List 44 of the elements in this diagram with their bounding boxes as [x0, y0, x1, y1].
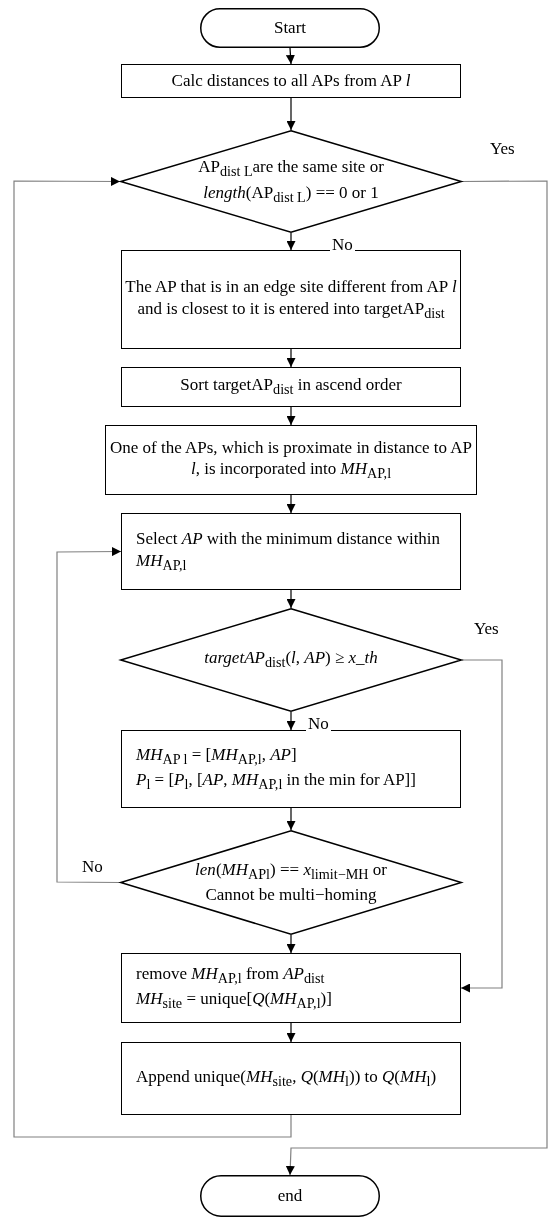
arrow: [286, 1022, 296, 1043]
node-text: P$_{l}$ = [P$_{l}$, [AP, MH$_{AP,l}$ in the min for AP]]: [135, 769, 417, 795]
process-box: [121, 730, 461, 808]
node-text: Start: [272, 17, 308, 39]
node-text: The AP that is in an edge site different from AP l and is closest to it is entered into targetAP$_{dist}$: [124, 276, 458, 323]
process-box: [121, 250, 461, 349]
edge-label: No: [306, 715, 331, 734]
decision-diamond: [120, 608, 462, 712]
process-box: [121, 953, 461, 1023]
node-text: One of the APs, which is proximate in distance to AP l, is incorporated into MH$_{AP,l}$: [108, 436, 474, 484]
node-text: MH$_{AP l}$ = [MH$_{AP,l}$, AP]: [135, 743, 298, 769]
arrow: [286, 348, 296, 368]
decision-diamond: [120, 830, 462, 935]
arrow: [286, 406, 296, 426]
terminal-shape: [200, 1175, 380, 1217]
node-text: AP$_{dist L}$are the same site or length(AP$_{dist L}$) == 0 or 1: [197, 156, 385, 207]
node-text: Sort targetAP$_{dist}$ in ascend order: [179, 374, 403, 400]
arrow: [286, 232, 296, 251]
node-text: remove MH$_{AP,l}$ from AP$_{dist}$: [135, 962, 326, 988]
node-text: targetAP$_{dist}$(l, AP) ≥ x_th: [203, 647, 379, 673]
process-box: [121, 367, 461, 407]
arrow: [285, 180, 548, 1176]
arrow: [460, 659, 503, 993]
terminal-shape: [200, 8, 380, 48]
node-text: end: [276, 1185, 304, 1207]
arrow: [286, 494, 296, 514]
arrow: [286, 97, 296, 131]
arrow: [285, 47, 295, 65]
process-box: [121, 1042, 461, 1115]
node-text: Calc distances to all APs from AP l: [170, 70, 412, 92]
arrow: [286, 934, 296, 954]
node-text: MH$_{site}$ = unique[Q(MH$_{AP,l}$)]: [135, 988, 333, 1014]
arrow: [286, 807, 296, 831]
decision-diamond: [120, 130, 462, 233]
process-box: [121, 64, 461, 98]
node-text: len(MH$_{APl}$) == x$_{limit−MH}$ or Cannot be multi−homing: [194, 859, 388, 906]
process-box: [121, 513, 461, 590]
arrow: [286, 589, 296, 609]
node-text: Select AP with the minimum distance within MH$_{AP,l}$: [135, 528, 442, 575]
arrow: [56, 547, 122, 884]
node-text: Append unique(MH$_{site}$, Q(MH$_{l}$)) to Q(MH$_{l}$): [135, 1065, 438, 1092]
arrow: [13, 176, 292, 1138]
process-box: [105, 425, 477, 495]
arrow: [286, 711, 296, 731]
